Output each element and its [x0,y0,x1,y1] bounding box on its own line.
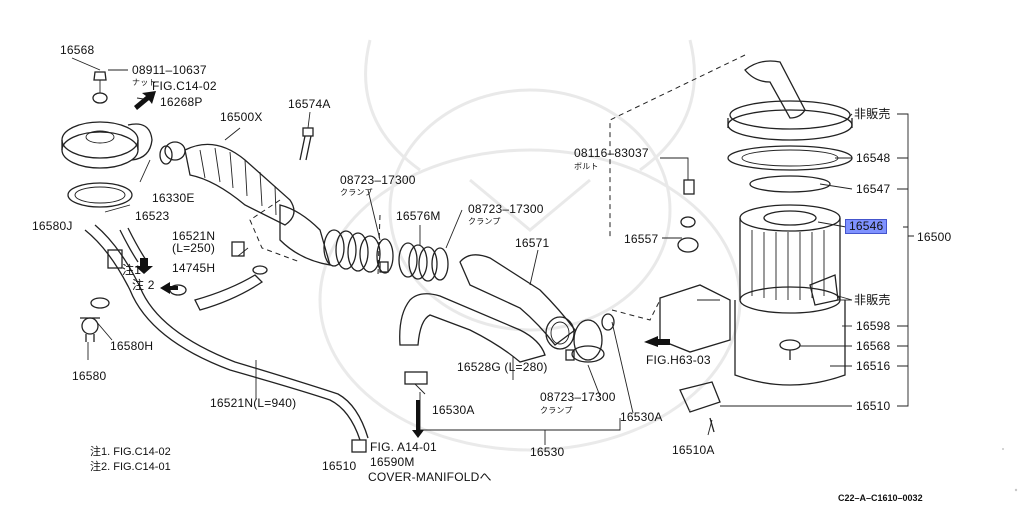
arrow-left-icon [644,336,670,347]
clamp-a [376,238,394,274]
label-08911: 08911–10637 [132,63,207,77]
label-16580h: 16580H [110,339,154,353]
label-08116-sub: ボルト [574,162,599,171]
footnote-2: 注2. FIG.C14-01 [90,461,171,473]
label-16574a: 16574A [288,97,331,111]
label-14745h: 14745H [172,261,216,275]
label-16576m: 16576M [396,209,441,223]
label-16521n-length: (L=250) [172,241,216,255]
label-16568-right: 16568 [856,339,891,353]
label-08723-c-sub: クランプ [540,406,573,415]
label-16330e: 16330E [152,191,195,205]
bracket-16510a [679,381,721,433]
label-08723-a-sub: クランプ [340,188,373,197]
leader-lines [71,57,914,445]
label-fig-a14-01: FIG. A14-01 [370,440,437,454]
hose-16521n-250 [107,227,147,269]
label-16510a: 16510A [672,443,715,457]
arrow-left-icon [160,282,178,294]
label-16571: 16571 [515,236,550,250]
hose-16500x [159,141,295,226]
label-16530a-right: 16530A [620,410,663,424]
label-08116: 08116–83037 [574,146,649,160]
duct-16571 [459,254,576,350]
air-cleaner-16500 [727,60,853,386]
label-16580j: 16580J [32,219,73,233]
resonator-assembly [61,71,153,169]
label-note2-marker: 注 2 [132,278,155,292]
hose-16528g [399,293,615,363]
label-16568-top: 16568 [60,43,95,57]
sleeve-16576m [398,242,449,282]
label-16516: 16516 [856,359,891,373]
diagram-code: C22–A–C1610–0032 [838,493,923,503]
label-16530: 16530 [530,445,565,459]
label-cover-manifold: COVER-MANIFOLDへ [368,470,492,484]
label-08723-a: 08723–17300 [340,173,416,187]
label-16590m: 16590M [370,455,415,469]
label-16557: 16557 [624,232,659,246]
label-note1-marker: 注1 [122,263,142,277]
arrow-down-icon [135,258,153,274]
label-16598: 16598 [856,319,891,333]
label-fig-h63-03: FIG.H63-03 [646,353,711,367]
label-16528g: 16528G (L=280) [457,360,548,374]
arrow-up-right-icon [134,91,156,110]
label-16500x: 16500X [220,110,263,124]
label-08911-sub: ナット [132,78,157,87]
clamp-c [565,345,605,363]
arrows [134,91,670,438]
label-16523: 16523 [135,209,170,223]
bolt-16574a [299,127,314,161]
label-16548: 16548 [856,151,891,165]
label-08723-c: 08723–17300 [540,390,616,404]
label-16510-bottom: 16510 [322,459,357,473]
footnote-1: 注1. FIG.C14-02 [90,446,171,458]
label-not-for-sale-2: 非販売 [854,293,891,307]
arrow-down-icon [412,400,424,438]
hose-16521n-940 [84,224,369,453]
label-16510-right: 16510 [856,399,891,413]
label-16580: 16580 [72,369,107,383]
guide-lines [249,54,746,321]
bracket-16530 [404,284,731,385]
valve-16580 [80,297,110,342]
label-16546-highlighted[interactable]: 16546 [844,219,888,234]
bellows-hose [279,204,381,273]
label-fig-c14-02: FIG.C14-02 [152,79,217,93]
label-16521n-940: 16521N(L=940) [210,396,297,410]
label-16500: 16500 [917,230,952,244]
label-not-for-sale-1: 非販売 [854,107,891,121]
label-16268p: 16268P [160,95,203,109]
gasket-16330e [67,182,133,208]
label-16521n: 16521N [172,229,216,243]
label-16547: 16547 [856,182,891,196]
label-08723-b: 08723–17300 [468,202,544,216]
bolt-16557 [677,179,699,253]
label-08723-b-sub: クランプ [468,217,501,226]
label-16530a-left: 16530A [432,403,475,417]
